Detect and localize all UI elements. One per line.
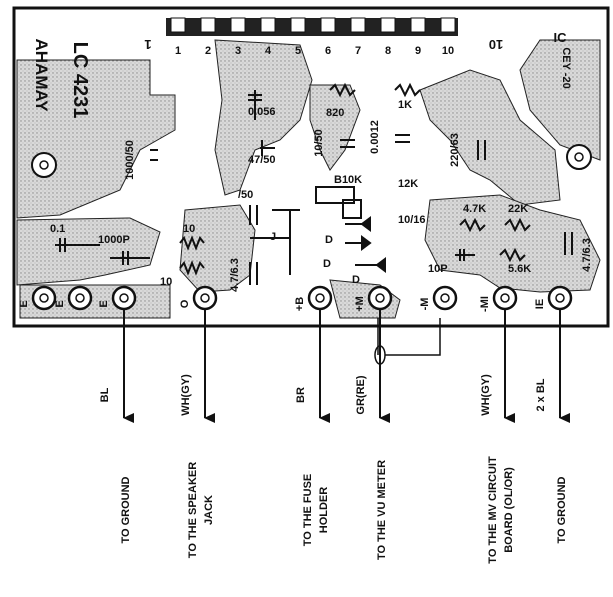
terminal-label: +M — [354, 296, 366, 312]
ic-pin-tab — [380, 17, 396, 33]
terminal-label: O — [179, 299, 191, 308]
comp-c10p: 10P — [428, 263, 448, 275]
terminal-pad-hole — [555, 293, 565, 303]
ic-pin-tab — [290, 17, 306, 33]
terminal-pad-hole — [500, 293, 510, 303]
wire-group: BL TO GROUND WH(GY) TO THE SPEAKER JACK BR TO … — [99, 309, 570, 564]
terminal-pad-hole — [119, 293, 129, 303]
ic-pin-10: 10 — [489, 37, 503, 52]
comp-c1000-50: 1000/50 — [124, 140, 136, 180]
ic-pin-tab — [440, 17, 456, 33]
comp-c10-16: 10/16 — [398, 214, 426, 226]
comp-c50: /50 — [238, 189, 253, 201]
terminal-pad-hole — [200, 293, 210, 303]
mounting-hole-right — [566, 144, 592, 170]
wire-color-code: 2 x BL — [535, 378, 547, 411]
ic-label: IC — [554, 30, 568, 45]
ic-pin-tab — [320, 17, 336, 33]
comp-d1: D — [325, 234, 333, 246]
component-labels: 0.1 1000P 10 10 4.7/6.3 1000/50 0.056 47… — [50, 99, 593, 292]
ic-pin-tab — [200, 17, 216, 33]
comp-r47k: 4.7K — [463, 203, 486, 215]
wire-color-code: WH(GY) — [480, 374, 492, 416]
terminal-pad-hole — [440, 293, 450, 303]
comp-c47-50: 47/50 — [248, 154, 276, 166]
wire-destination-label: HOLDER — [318, 487, 330, 534]
wire-destination-label: BOARD (OL/OR) — [503, 467, 515, 553]
comp-r1k: 1K — [398, 99, 412, 111]
wire-color-code: BR — [295, 387, 307, 403]
wire-destination-label: TO THE MV CIRCUIT — [487, 456, 499, 564]
wire-destination-label: JACK — [203, 495, 215, 525]
comp-d2: D — [323, 258, 331, 270]
comp-c00012: 0.0012 — [369, 120, 381, 154]
ic-pins: 1 2 3 4 5 6 7 8 9 10 — [166, 17, 458, 57]
comp-d3: D — [352, 274, 360, 286]
terminal-label: E — [98, 300, 110, 307]
wire-destination-label: TO GROUND — [120, 476, 132, 543]
terminal-label: -MI — [479, 296, 491, 312]
comp-r56k: 5.6K — [508, 263, 531, 275]
vu-wire-loop — [377, 318, 441, 356]
ic-pin-1: 1 — [144, 37, 151, 52]
component-symbols — [55, 82, 573, 285]
mounting-hole-left — [31, 152, 57, 178]
ic-pin-tab — [260, 17, 276, 33]
part-number: LC 4231 — [69, 42, 91, 119]
terminal-label: -M — [419, 298, 431, 311]
terminal-pad-hole — [39, 293, 49, 303]
ic-pin-tab — [230, 17, 246, 33]
ic-pin-number: 1 — [175, 45, 181, 57]
comp-j: J — [270, 231, 276, 243]
comp-r820: 820 — [326, 107, 344, 119]
wire-destination-label: TO GROUND — [556, 476, 568, 543]
ic-pin-tab — [170, 17, 186, 33]
terminal-label: E — [18, 300, 30, 307]
ic-code: CEY -20 — [560, 47, 572, 88]
wire-destination-label: TO THE FUSE — [302, 474, 314, 547]
ic-pin-tab — [350, 17, 366, 33]
wire-color-code: WH(GY) — [180, 374, 192, 416]
wire-destination-label: TO THE SPEAKER — [187, 462, 199, 558]
comp-r10b: 10 — [160, 276, 172, 288]
terminal-pad-hole — [75, 293, 85, 303]
comp-c47-63a: 4.7/6.3 — [229, 258, 241, 292]
ic-pin-number: 2 — [205, 45, 211, 57]
ic-pin-number: 4 — [265, 45, 272, 57]
comp-r22k: 22K — [508, 203, 528, 215]
comp-c0056: 0.056 — [248, 106, 276, 118]
comp-r12k: 12K — [398, 178, 418, 190]
ic-pin-number: 8 — [385, 45, 391, 57]
comp-c47-63b: 4.7/6.3 — [581, 238, 593, 272]
terminal-label: IE — [534, 299, 546, 309]
wire-color-code: BL — [99, 387, 111, 402]
ic-pin-number: 7 — [355, 45, 361, 57]
comp-c01: 0.1 — [50, 223, 65, 235]
comp-c220-63: 220/63 — [449, 133, 461, 167]
terminal-pads: E E E O +B +M -M -MI IE — [18, 285, 573, 312]
terminal-pad-hole — [315, 293, 325, 303]
wire-color-code: GR(RE) — [355, 375, 367, 414]
ic-pin-number: 6 — [325, 45, 331, 57]
comp-c1000p: 1000P — [98, 234, 130, 246]
comp-r10a: 10 — [183, 223, 195, 235]
ic-pin-number: 9 — [415, 45, 421, 57]
wire-destination-label: TO THE VU METER — [376, 460, 388, 560]
ic-pin-number: 10 — [442, 45, 454, 57]
terminal-label: +B — [294, 297, 306, 311]
comp-b10k: B10K — [334, 174, 362, 186]
terminal-pad-hole — [375, 293, 385, 303]
ic-pin-number: 5 — [295, 45, 301, 57]
comp-c10-50: 10/50 — [313, 129, 325, 157]
terminal-label: E — [54, 300, 66, 307]
ic-pin-number: 3 — [235, 45, 241, 57]
ic-pin-tab — [410, 17, 426, 33]
brand-label: AHAMAY — [32, 38, 51, 112]
